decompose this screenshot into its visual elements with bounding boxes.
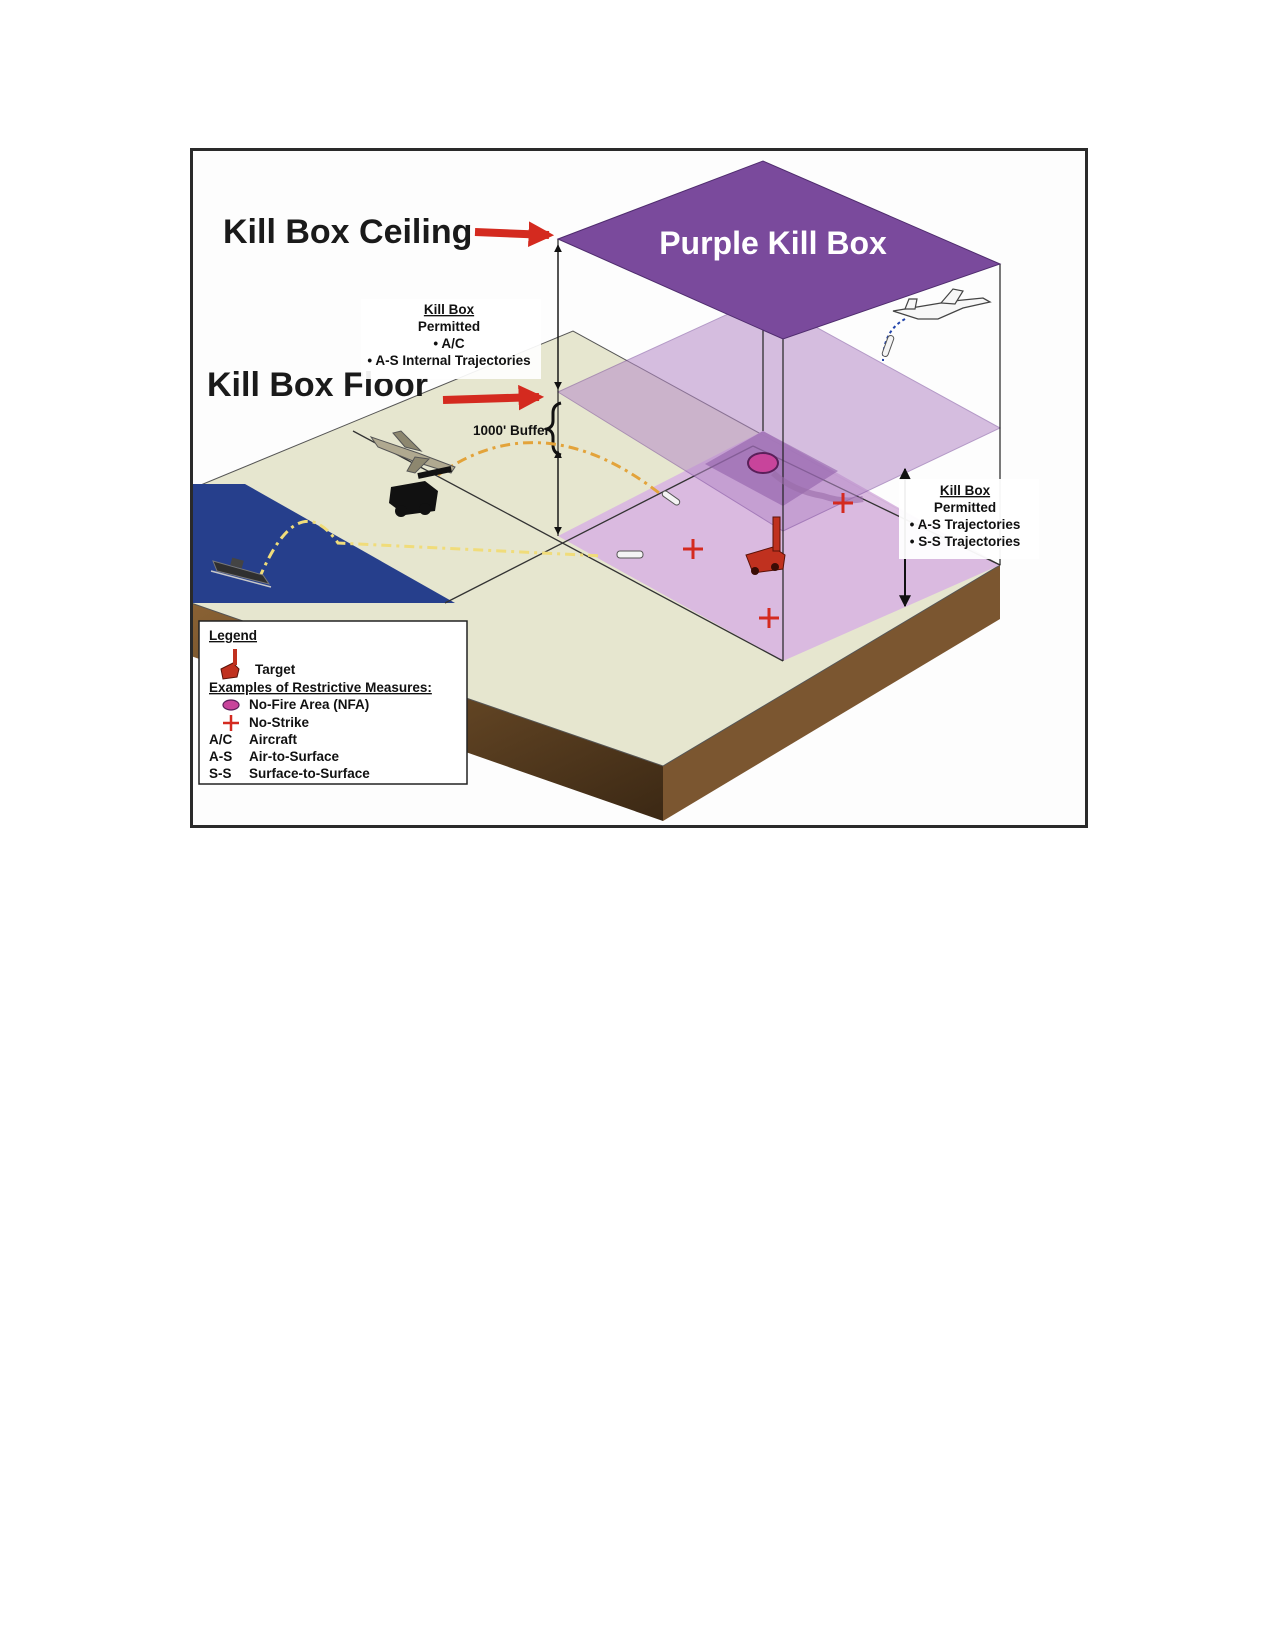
- legend-abbrev-code: S-S: [209, 766, 232, 781]
- no-strike-cross: [683, 539, 703, 559]
- upper-note-box: [361, 299, 541, 379]
- attack-aircraft-icon: [369, 430, 456, 474]
- nfa-ellipse: [747, 452, 779, 474]
- kill-box-illustration: Purple Kill Box Kill Box Ceiling Kill Bo…: [193, 160, 1039, 821]
- lower-note-box: [899, 479, 1039, 559]
- target-smoke: [770, 470, 864, 504]
- legend-nfa-icon: [222, 699, 240, 711]
- lower-note-heading: Kill Box: [940, 483, 991, 498]
- upper-note-line: Permitted: [418, 319, 480, 334]
- legend-abbrev-code: A/C: [209, 732, 233, 747]
- fighter-aircraft-icon: [892, 288, 992, 320]
- no-strike-cross: [833, 493, 853, 513]
- ship-icon: [210, 557, 272, 588]
- munition-icon: [881, 334, 895, 358]
- naval-trajectory: [257, 520, 604, 580]
- kill-box-ceiling-plane: [556, 160, 1002, 340]
- lower-note-line: • S-S Trajectories: [910, 534, 1021, 549]
- soil-right-face: [663, 565, 1000, 821]
- legend-examples-heading: Examples of Restrictive Measures:: [209, 680, 432, 695]
- legend-nfa-label: No-Fire Area (NFA): [249, 697, 369, 712]
- munition-icon: [661, 490, 681, 506]
- lower-note-line: Permitted: [934, 500, 996, 515]
- legend-target-icon: [220, 649, 240, 680]
- legend-abbrev-code: A-S: [209, 749, 232, 764]
- floor-arrow: [442, 384, 545, 411]
- upper-note-heading: Kill Box: [424, 302, 475, 317]
- legend-no-strike-icon: [223, 715, 239, 731]
- legend-target-label: Target: [255, 662, 296, 677]
- legend-abbrev-meaning: Surface-to-Surface: [249, 766, 370, 781]
- legend-abbrev-meaning: Aircraft: [249, 732, 298, 747]
- no-strike-cross: [759, 608, 779, 628]
- legend-abbrev-meaning: Air-to-Surface: [249, 749, 340, 764]
- target-icon: [745, 516, 786, 575]
- legend-box: [198, 620, 468, 785]
- legend-title: Legend: [209, 628, 257, 643]
- buffer-label: 1000' Buffer: [473, 423, 550, 438]
- munition-icon: [616, 550, 644, 559]
- ceiling-label: Kill Box Ceiling: [223, 213, 472, 251]
- artillery-trajectory: [437, 441, 664, 498]
- lower-note-line: • A-S Trajectories: [910, 517, 1021, 532]
- kill-box-diagram: Purple Kill Box Kill Box Ceiling Kill Bo…: [190, 148, 1088, 828]
- box-title: Purple Kill Box: [659, 225, 887, 261]
- artillery-icon: [389, 465, 452, 517]
- upper-note-line: • A-S Internal Trajectories: [367, 353, 530, 368]
- grid-line: [352, 430, 784, 662]
- ceiling-arrow: [474, 221, 555, 247]
- upper-note-line: • A/C: [433, 336, 464, 351]
- legend-no-strike-label: No-Strike: [249, 715, 310, 730]
- buffer-brace: [542, 401, 562, 457]
